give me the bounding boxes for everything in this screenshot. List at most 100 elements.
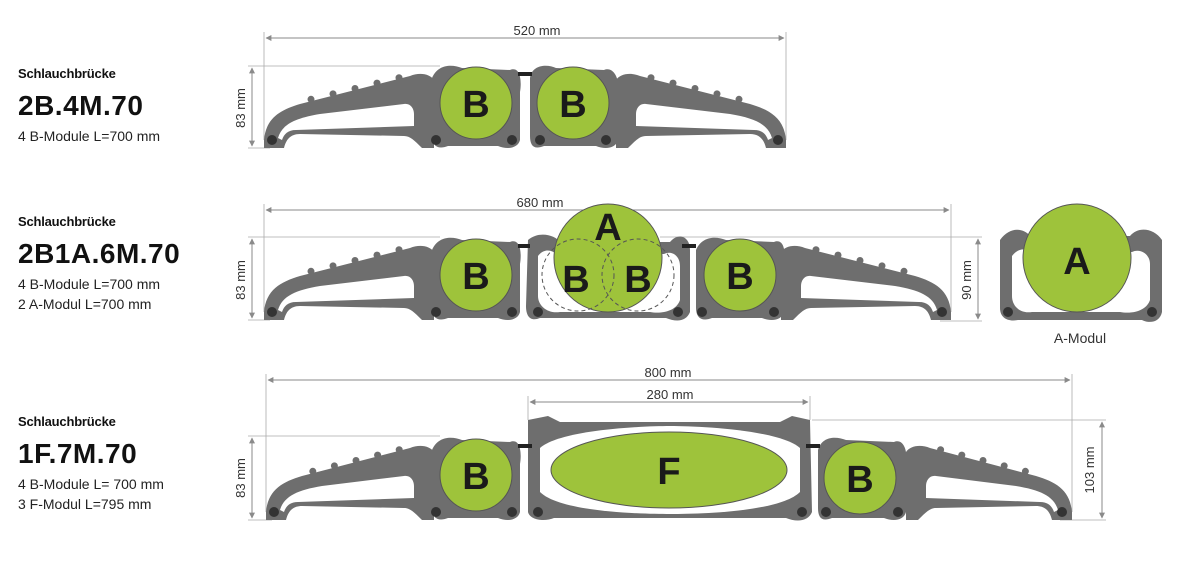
tread-bump	[713, 90, 721, 98]
foot	[1057, 507, 1067, 517]
tread-bump	[329, 90, 337, 98]
b-module-letter: B	[726, 256, 753, 298]
a-module-circle	[553, 203, 663, 313]
tread-bump	[878, 262, 886, 270]
foot	[269, 507, 279, 517]
block-3-spec-2: 3 F-Modul L=795 mm	[18, 496, 152, 512]
b-module-letter: B	[562, 259, 589, 301]
connector	[682, 244, 696, 248]
foot	[533, 307, 543, 317]
tread-bump	[395, 446, 403, 454]
foot	[1147, 307, 1157, 317]
tread-bump	[307, 267, 315, 275]
right-ramp-cavity	[926, 475, 1058, 512]
a-module-letter: A	[594, 207, 621, 249]
foot	[431, 507, 441, 517]
foot	[1003, 307, 1013, 317]
height-dimension-label: 83 mm	[233, 458, 248, 498]
tread-bump	[329, 262, 337, 270]
foot	[533, 507, 543, 517]
tread-bump	[351, 257, 359, 264]
foot	[601, 135, 611, 145]
block-1-code: 2B.4M.70	[18, 90, 144, 121]
height-dimension-label: 83 mm	[233, 260, 248, 300]
foot	[507, 507, 517, 517]
b-module-circle	[823, 441, 897, 515]
tread-bump	[1021, 467, 1029, 475]
tread-bump	[373, 79, 381, 87]
b-module-outline-dashed	[541, 238, 615, 312]
ramp-treads	[307, 74, 1029, 475]
foot	[673, 307, 683, 317]
foot	[267, 135, 277, 145]
tread-bump	[307, 95, 315, 103]
tread-bump	[395, 74, 403, 82]
tread-bump	[330, 462, 338, 470]
block-2-spec-1: 4 B-Module L=700 mm	[18, 276, 161, 292]
left-ramp-cavity	[280, 475, 414, 512]
b-module-circle	[439, 438, 513, 512]
right-height-dimension-label: 90 mm	[959, 260, 974, 300]
block-2-kind: Schlauchbrücke	[18, 214, 116, 229]
b-module-letter: B	[462, 84, 489, 126]
tread-bump	[735, 95, 743, 103]
b-module-circle	[439, 66, 513, 140]
b-module-letter: B	[462, 456, 489, 498]
block-3-spec-1: 4 B-Module L= 700 mm	[18, 476, 164, 492]
width-dimension-label: 800 mm	[645, 365, 692, 380]
foot	[267, 307, 277, 317]
foot	[507, 307, 517, 317]
block-3-code: 1F.7M.70	[18, 438, 138, 469]
tread-bump	[309, 467, 317, 475]
a-module-circle	[1022, 203, 1132, 313]
tread-bump	[647, 74, 655, 82]
f-module-ellipse	[550, 431, 788, 509]
b-module-letter: B	[462, 256, 489, 298]
block-2-labels: Schlauchbrücke 2B1A.6M.70 4 B-Module L=7…	[18, 214, 180, 312]
feet	[267, 307, 947, 317]
tread-bump	[669, 79, 677, 87]
a-modul-caption: A-Modul	[1054, 330, 1106, 346]
left-ramp-cavity	[278, 103, 414, 140]
right-ramp-cavity	[801, 275, 937, 312]
tread-bump	[834, 251, 842, 259]
b-module-letter: B	[559, 84, 586, 126]
tread-bump	[691, 85, 699, 92]
tread-bump	[900, 267, 908, 275]
block-2-drawing: 680 mm 83 mm 90 mm	[233, 195, 982, 322]
tread-bump	[1000, 462, 1008, 470]
tread-bump	[937, 446, 945, 454]
block-3-kind: Schlauchbrücke	[18, 414, 116, 429]
tread-bump	[812, 246, 820, 254]
b-module-circle	[536, 66, 610, 140]
block-1-spec-1: 4 B-Module L=700 mm	[18, 128, 161, 144]
block-2-code: 2B1A.6M.70	[18, 238, 181, 269]
a-module-letter: A	[1063, 241, 1090, 283]
block-3-drawing: 800 mm 280 mm 83 mm 103 mm	[233, 365, 1106, 521]
block-3-labels: Schlauchbrücke 1F.7M.70 4 B-Module L= 70…	[18, 414, 164, 512]
connector	[518, 244, 530, 248]
width-dimension-label: 680 mm	[517, 195, 564, 210]
connector	[518, 444, 532, 448]
foot	[431, 135, 441, 145]
b-module-circle	[703, 238, 777, 312]
height-dimension-label: 83 mm	[233, 88, 248, 128]
a-modul-detail: A A-Modul	[1000, 203, 1162, 346]
inner-width-dimension-label: 280 mm	[647, 387, 694, 402]
tread-bump	[979, 457, 987, 464]
block-1-kind: Schlauchbrücke	[18, 66, 116, 81]
foot	[507, 135, 517, 145]
tread-bump	[352, 457, 360, 464]
tread-bump	[395, 246, 403, 254]
b-module-letter: B	[624, 259, 651, 301]
tread-bump	[373, 251, 381, 259]
right-height-dimension-label: 103 mm	[1082, 447, 1097, 494]
block-1-labels: Schlauchbrücke 2B.4M.70 4 B-Module L=700…	[18, 66, 160, 144]
foot	[797, 507, 807, 517]
tread-bump	[856, 257, 864, 264]
foot	[937, 307, 947, 317]
foot	[893, 507, 903, 517]
foot	[773, 135, 783, 145]
connector	[806, 444, 820, 448]
